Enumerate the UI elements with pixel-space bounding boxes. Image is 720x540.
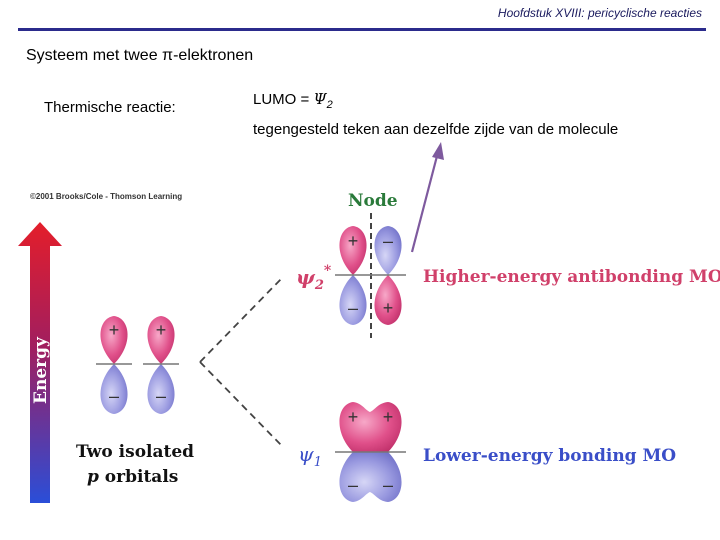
psi1-subscript: 1: [314, 455, 322, 470]
plus-sign: +: [156, 320, 167, 340]
minus-sign: –: [348, 475, 358, 495]
isolated-label-line1: Two isolated: [76, 442, 194, 462]
bonding-orbital: [339, 402, 402, 502]
lumo-formula: LUMO = Ψ2: [253, 90, 333, 111]
plus-sign: +: [383, 298, 394, 318]
minus-sign: –: [383, 475, 393, 495]
correlation-line-lower: [199, 361, 283, 447]
section-title: Systeem met twee π-elektronen: [26, 47, 254, 64]
antibonding-orbital-right: [374, 226, 402, 325]
lumo-prefix: LUMO =: [253, 91, 314, 108]
antibonding-label: Higher-energy antibonding MO: [423, 267, 720, 287]
energy-label: Energy: [31, 336, 51, 404]
lumo-psi-symbol: Ψ: [313, 90, 327, 108]
reaction-type-label: Thermische reactie:: [44, 99, 176, 116]
plus-sign: +: [348, 407, 359, 427]
antibonding-orbital-left: [339, 226, 367, 325]
isolated-p-orbital-right: [147, 316, 175, 414]
psi1-label: ψ1: [298, 442, 322, 470]
isolated-p-orbital-left: [100, 316, 128, 414]
psi2-symbol: ψ: [296, 265, 316, 289]
header-divider: [18, 28, 706, 31]
bonding-label: Lower-energy bonding MO: [423, 446, 676, 466]
annotation-arrow: [410, 142, 444, 253]
psi2-star: *: [324, 263, 332, 279]
psi1-symbol: ψ: [298, 442, 314, 466]
psi2-subscript: 2: [314, 278, 324, 293]
chapter-title: Hoofdstuk XVIII: pericyclische reacties: [497, 6, 702, 20]
copyright-text: ©2001 Brooks/Cole - Thomson Learning: [30, 192, 183, 201]
psi2-star-label: ψ2*: [296, 263, 332, 293]
p-letter: p: [87, 467, 99, 487]
isolated-label-line2: p orbitals: [87, 467, 178, 487]
orbitals-word: orbitals: [99, 467, 178, 487]
minus-sign: –: [383, 231, 393, 251]
correlation-line-upper: [199, 277, 283, 363]
minus-sign: –: [348, 298, 358, 318]
node-label: Node: [348, 191, 398, 211]
lumo-subscript: 2: [326, 99, 333, 111]
plus-sign: +: [348, 231, 359, 251]
plus-sign: +: [109, 320, 120, 340]
sign-note: tegengesteld teken aan dezelfde zijde va…: [253, 121, 619, 138]
energy-arrow: [18, 222, 62, 503]
plus-sign: +: [383, 407, 394, 427]
minus-sign: –: [156, 386, 166, 406]
minus-sign: –: [109, 386, 119, 406]
